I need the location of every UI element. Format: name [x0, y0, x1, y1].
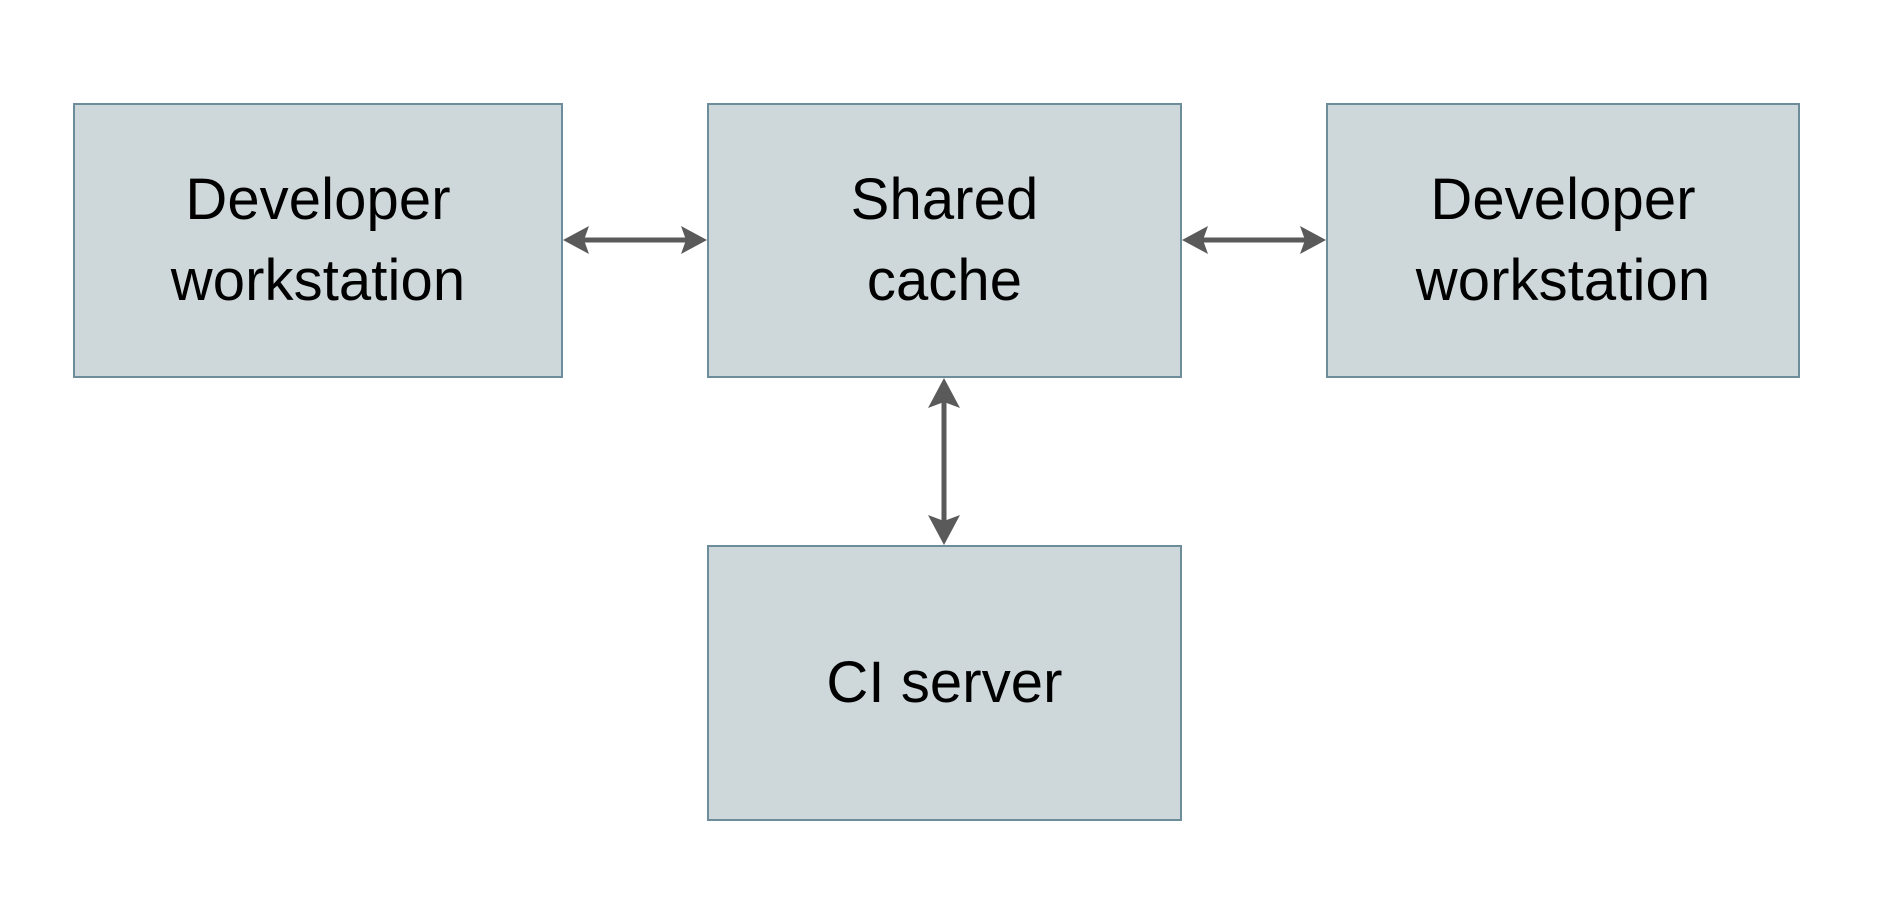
node-label: Developer workstation [170, 167, 466, 313]
node-label: Shared cache [850, 167, 1039, 313]
edge-shared-cache-to-developer-workstation-right[interactable] [1182, 210, 1326, 270]
edge-shared-cache-to-ci-server[interactable] [914, 378, 974, 545]
node-ci-server[interactable]: CI server [707, 545, 1182, 821]
double-arrow-icon [928, 378, 960, 545]
double-arrow-icon [1182, 226, 1326, 254]
node-developer-workstation-left[interactable]: Developer workstation [73, 103, 563, 378]
double-arrow-icon [563, 226, 707, 254]
node-label: Developer workstation [1415, 167, 1711, 313]
node-shared-cache[interactable]: Shared cache [707, 103, 1182, 378]
node-label: CI server [826, 649, 1063, 715]
node-developer-workstation-right[interactable]: Developer workstation [1326, 103, 1800, 378]
edge-developer-workstation-left-to-shared-cache[interactable] [563, 210, 707, 270]
